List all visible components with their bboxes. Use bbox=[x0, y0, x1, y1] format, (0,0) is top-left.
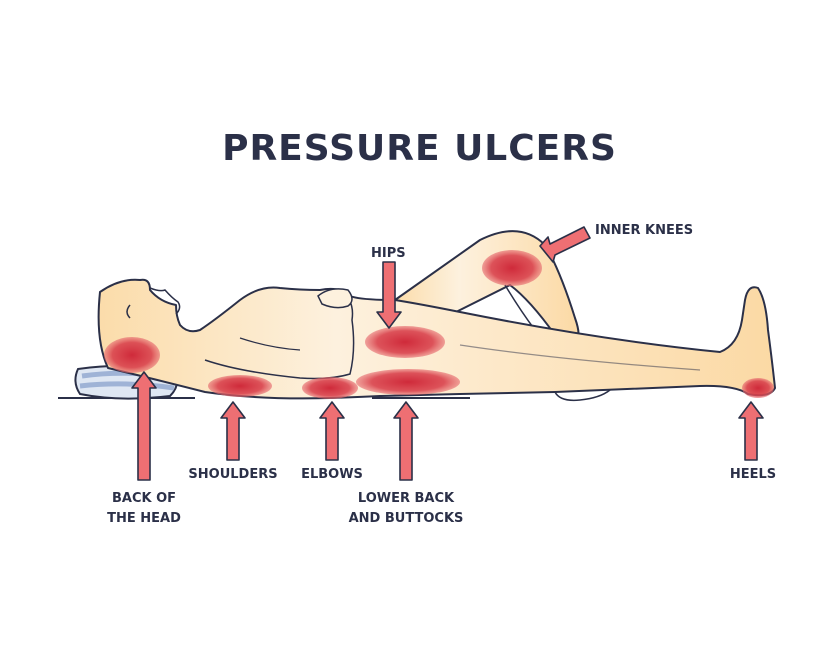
pressure-hips bbox=[365, 326, 445, 358]
label-inner-knees: INNER KNEES bbox=[595, 220, 693, 242]
pressure-lower-back bbox=[356, 369, 460, 395]
label-hips: HIPS bbox=[371, 243, 406, 265]
arrow-heels bbox=[739, 402, 763, 460]
label-lower-back-1: LOWER BACK bbox=[358, 488, 454, 510]
arrow-lower-back bbox=[394, 402, 418, 480]
arrow-elbows bbox=[320, 402, 344, 460]
label-heels: HEELS bbox=[730, 464, 776, 486]
label-back-of-head-2: THE HEAD bbox=[107, 508, 181, 530]
pressure-shoulders bbox=[208, 375, 272, 397]
arrow-back-of-head bbox=[132, 372, 156, 480]
pressure-head bbox=[104, 337, 160, 373]
pressure-elbows bbox=[302, 377, 358, 399]
arrow-hips bbox=[377, 262, 401, 328]
pressure-inner-knees bbox=[482, 250, 542, 286]
label-back-of-head-1: BACK OF bbox=[112, 488, 176, 510]
label-elbows: ELBOWS bbox=[301, 464, 363, 486]
label-shoulders: SHOULDERS bbox=[188, 464, 277, 486]
label-lower-back-2: AND BUTTOCKS bbox=[349, 508, 464, 530]
pressure-heels bbox=[742, 378, 774, 398]
arrow-shoulders bbox=[221, 402, 245, 460]
